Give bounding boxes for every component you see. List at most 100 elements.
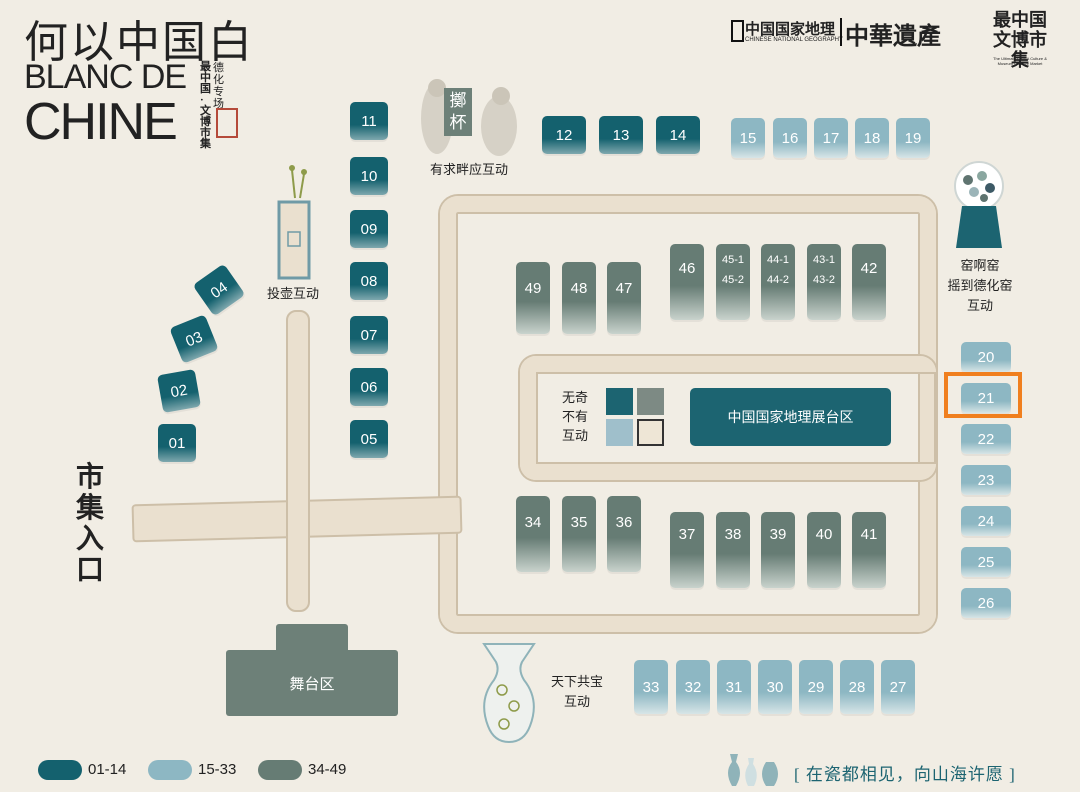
vase-icon	[482, 643, 536, 744]
booth-35[interactable]: 35	[562, 496, 596, 572]
booth-28[interactable]: 28	[840, 660, 874, 714]
kiln-label-2: 摇到德化窑	[947, 278, 1013, 293]
booth-03[interactable]: 03	[169, 314, 219, 364]
booth-13[interactable]: 13	[599, 116, 643, 154]
booth-42[interactable]: 42	[852, 244, 886, 320]
stage-area[interactable]: 舞台区	[226, 650, 398, 716]
logo-ng-en: CHINESE NATIONAL GEOGRAPHY	[745, 37, 844, 43]
booth-18[interactable]: 18	[855, 118, 889, 158]
booth-36[interactable]: 36	[607, 496, 641, 572]
booth-24[interactable]: 24	[961, 506, 1011, 536]
booth-20[interactable]: 20	[961, 342, 1011, 372]
legend-label-1: 01-14	[88, 761, 127, 778]
booth-43-1: 43-1	[812, 254, 836, 266]
treasure-label-1: 天下共宝	[550, 674, 603, 689]
ng-logo-icon	[731, 20, 744, 42]
subtitle-2: 最中国·文博市集	[200, 61, 211, 150]
vases-icon	[728, 754, 778, 786]
logo-market-cn: 最中国 文博市集	[993, 10, 1047, 70]
logo-ng-cn: 中国国家地理	[745, 22, 836, 38]
logo-heritage: 中華遺產	[845, 24, 941, 50]
unique-label-2: 不有	[561, 409, 588, 424]
booth-44[interactable]: 44-1 44-2	[761, 244, 795, 320]
booth-04[interactable]: 04	[192, 263, 246, 317]
booth-17[interactable]: 17	[814, 118, 848, 158]
booth-25[interactable]: 25	[961, 547, 1011, 577]
treasure-label-2: 互动	[563, 694, 590, 709]
booth-43[interactable]: 43-1 43-2	[807, 244, 841, 320]
cups-badge: 擲杯	[444, 88, 472, 136]
legend-swatch-2	[148, 760, 192, 780]
kiln-label-3: 互动	[966, 298, 993, 313]
booth-06[interactable]: 06	[350, 368, 388, 406]
unique-label-1: 无奇	[561, 390, 588, 405]
booth-45[interactable]: 45-1 45-2	[716, 244, 750, 320]
booth-33[interactable]: 33	[634, 660, 668, 714]
gacha-machine-icon	[954, 161, 1004, 248]
unique-tile-3[interactable]	[606, 419, 633, 446]
booth-22[interactable]: 22	[961, 424, 1011, 454]
title-en-2: CHINE	[24, 93, 178, 151]
booth-23[interactable]: 23	[961, 465, 1011, 495]
toss-label: 投壶互动	[266, 286, 319, 301]
logo-market-en: The Ultimate CHINA Culture & Museum Crea…	[993, 56, 1047, 66]
legend-swatch-3	[258, 760, 302, 780]
booth-41[interactable]: 41	[852, 512, 886, 588]
booth-21[interactable]: 21	[961, 383, 1011, 413]
booth-31[interactable]: 31	[717, 660, 751, 714]
booth-26[interactable]: 26	[961, 588, 1011, 618]
booth-14[interactable]: 14	[656, 116, 700, 154]
booth-47[interactable]: 47	[607, 262, 641, 334]
booth-34[interactable]: 34	[516, 496, 550, 572]
cups-label: 有求畔应互动	[429, 162, 508, 177]
title-en-1: BLANC DE	[24, 58, 187, 96]
entrance-label: 市集入口	[76, 462, 105, 586]
slogan: [ 在瓷都相见，向山海许愿 ]	[794, 765, 1016, 784]
unique-tile-4[interactable]	[637, 419, 664, 446]
booth-27[interactable]: 27	[881, 660, 915, 714]
booth-37[interactable]: 37	[670, 512, 704, 588]
booth-02[interactable]: 02	[156, 368, 202, 414]
booth-44-2: 44-2	[766, 274, 790, 286]
title-cn: 何以中国白	[24, 18, 254, 67]
booth-05[interactable]: 05	[350, 420, 388, 458]
booth-45-2: 45-2	[721, 274, 745, 286]
booth-38[interactable]: 38	[716, 512, 750, 588]
booth-11[interactable]: 11	[350, 102, 388, 140]
exhibit-area[interactable]: 中国国家地理展台区	[690, 388, 891, 446]
unique-tile-2[interactable]	[637, 388, 664, 415]
inner-route	[520, 356, 936, 480]
booth-12[interactable]: 12	[542, 116, 586, 154]
booth-10[interactable]: 10	[350, 157, 388, 195]
booth-16[interactable]: 16	[773, 118, 807, 158]
legend-label-2: 15-33	[198, 761, 237, 778]
booth-15[interactable]: 15	[731, 118, 765, 158]
arrow-pot-icon	[277, 165, 311, 280]
toss-route	[286, 310, 310, 612]
booth-08[interactable]: 08	[350, 262, 388, 300]
booth-09[interactable]: 09	[350, 210, 388, 248]
booth-07[interactable]: 07	[350, 316, 388, 354]
booth-48[interactable]: 48	[562, 262, 596, 334]
kiln-label-1: 窑啊窑	[960, 258, 1000, 273]
booth-49[interactable]: 49	[516, 262, 550, 334]
booth-43-2: 43-2	[812, 274, 836, 286]
seal-icon	[216, 108, 238, 138]
booth-29[interactable]: 29	[799, 660, 833, 714]
stage-top	[276, 624, 348, 654]
legend-label-3: 34-49	[308, 761, 347, 778]
highlight-frame	[944, 372, 1022, 418]
booth-45-1: 45-1	[721, 254, 745, 266]
booth-44-1: 44-1	[766, 254, 790, 266]
booth-40[interactable]: 40	[807, 512, 841, 588]
booth-19[interactable]: 19	[896, 118, 930, 158]
subtitle-1: 德化专场	[213, 62, 224, 110]
booth-01[interactable]: 01	[158, 424, 196, 462]
legend-swatch-1	[38, 760, 82, 780]
unique-tile-1[interactable]	[606, 388, 633, 415]
booth-46[interactable]: 46	[670, 244, 704, 320]
logo-divider	[840, 18, 842, 46]
booth-30[interactable]: 30	[758, 660, 792, 714]
booth-32[interactable]: 32	[676, 660, 710, 714]
booth-39[interactable]: 39	[761, 512, 795, 588]
